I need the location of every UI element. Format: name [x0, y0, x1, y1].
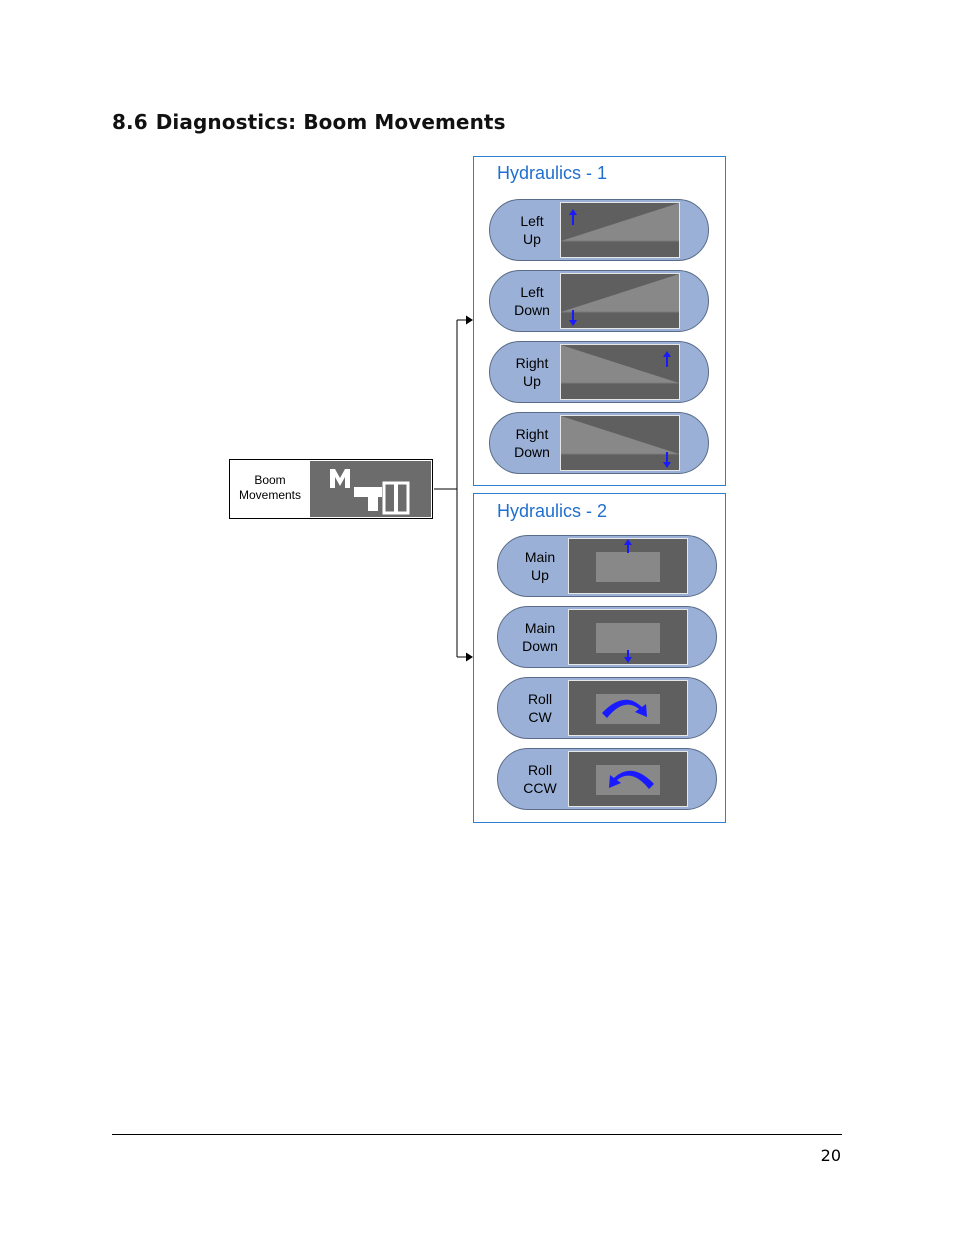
boom-movements-icon: [310, 461, 431, 517]
left-up-icon: [560, 202, 680, 258]
hydraulics-1-title: Hydraulics - 1: [497, 163, 608, 183]
section-heading: 8.6 Diagnostics: Boom Movements: [112, 110, 506, 134]
left-down-icon: [560, 273, 680, 329]
boom-movements-button[interactable]: Boom Movements: [229, 459, 433, 519]
hydraulics-2-title: Hydraulics - 2: [497, 501, 608, 521]
main-up-icon: [568, 538, 688, 594]
main-down-icon: [568, 609, 688, 665]
right-up-icon: [560, 344, 680, 400]
right-down-icon: [560, 415, 680, 471]
page-number: 20: [820, 1146, 841, 1165]
boom-movements-label: Boom Movements: [238, 473, 302, 502]
roll-cw-icon: [568, 680, 688, 736]
roll-ccw-icon: [568, 751, 688, 807]
footer-rule: [112, 1134, 842, 1135]
section-title: Diagnostics: Boom Movements: [155, 110, 506, 134]
section-number: 8.6: [112, 110, 148, 134]
